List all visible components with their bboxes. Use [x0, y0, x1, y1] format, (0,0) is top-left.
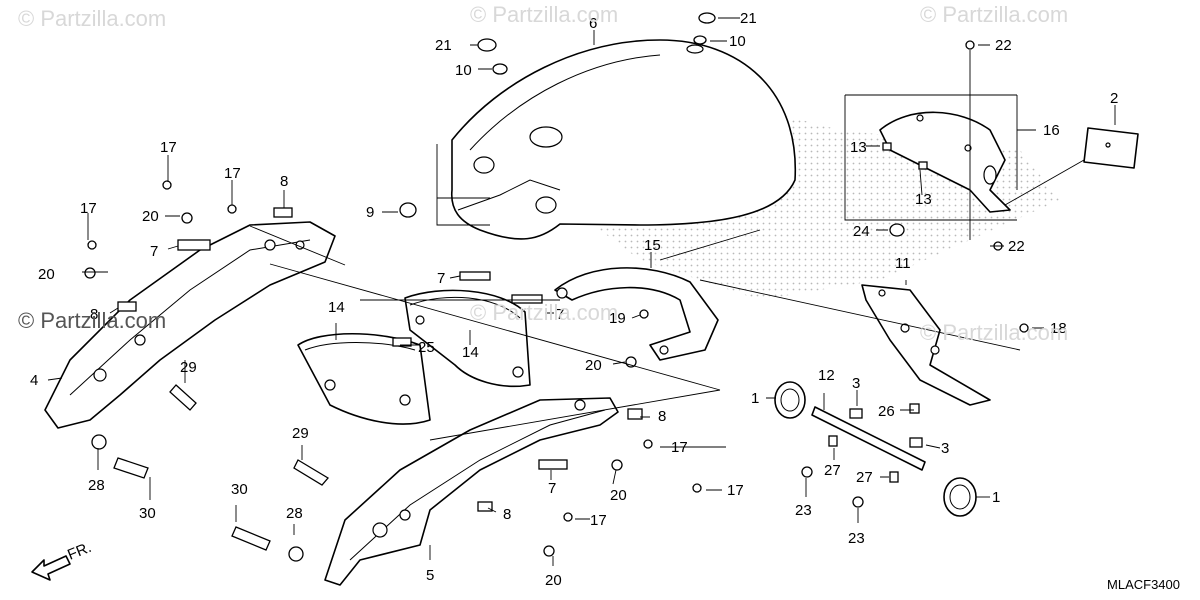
grab-rail: [554, 267, 719, 361]
callout-17: 17: [160, 139, 177, 156]
callout-30: 30: [231, 481, 248, 498]
callout-13: 13: [850, 139, 867, 156]
watermark: © Partzilla.com: [920, 320, 1069, 345]
callout-7: 7: [437, 270, 445, 287]
callout-18: 18: [1050, 320, 1067, 337]
callout-29: 29: [292, 425, 309, 442]
callout-3: 3: [852, 375, 860, 392]
callout-8: 8: [503, 506, 511, 523]
watermark: © Partzilla.com: [470, 2, 619, 27]
callout-6: 6: [589, 15, 597, 32]
callout-26: 26: [878, 403, 895, 420]
callout-7: 7: [150, 243, 158, 260]
callout-17: 17: [224, 165, 241, 182]
callout-16: 16: [1043, 122, 1060, 139]
small-parts: [84, 12, 1029, 562]
watermark: © Partzilla.com: [470, 300, 619, 325]
callout-17: 17: [80, 200, 97, 217]
callout-17: 17: [727, 482, 744, 499]
callout-20: 20: [585, 357, 602, 374]
callouts: 1 1 2 3 3 4 5 6 7 7 7 7 8 8 8 8 9 10 10 …: [30, 10, 1118, 589]
callout-15: 15: [644, 237, 661, 254]
callout-20: 20: [142, 208, 159, 225]
callout-13: 13: [915, 191, 932, 208]
callout-11: 11: [895, 255, 911, 272]
callout-20: 20: [610, 487, 627, 504]
callout-25: 25: [418, 339, 435, 356]
rear-fender: [451, 39, 796, 240]
callout-9: 9: [366, 204, 374, 221]
callout-8: 8: [658, 408, 666, 425]
callout-28: 28: [88, 477, 105, 494]
license-bracket: [879, 111, 1011, 213]
callout-19: 19: [609, 310, 626, 327]
direction-label: FR.: [65, 539, 94, 564]
forward-arrow-icon: [31, 555, 71, 581]
callout-10: 10: [455, 62, 472, 79]
callout-21: 21: [740, 10, 757, 27]
callout-7: 7: [556, 306, 564, 323]
callout-24: 24: [853, 223, 870, 240]
callout-14: 14: [462, 344, 479, 361]
rear-reflector: [1083, 127, 1139, 169]
callout-4: 4: [30, 372, 38, 389]
callout-20: 20: [545, 572, 562, 589]
callout-8: 8: [280, 173, 288, 190]
callout-22: 22: [1008, 238, 1025, 255]
callout-22: 22: [995, 37, 1012, 54]
side-reflector-left: [774, 381, 806, 419]
callout-3: 3: [941, 440, 949, 457]
callout-1: 1: [992, 489, 1000, 506]
diagram-code: MLACF3400: [1107, 577, 1180, 592]
callout-27: 27: [856, 469, 873, 486]
left-fender-stay: [44, 221, 336, 429]
callout-7: 7: [548, 480, 556, 497]
callout-8: 8: [90, 306, 98, 323]
callout-17: 17: [590, 512, 607, 529]
callout-10: 10: [729, 33, 746, 50]
callout-2: 2: [1110, 90, 1118, 107]
callout-21: 21: [435, 37, 452, 54]
callout-12: 12: [818, 367, 835, 384]
side-cover-left: [297, 332, 431, 425]
callout-27: 27: [824, 462, 841, 479]
watermark: © Partzilla.com: [920, 2, 1069, 27]
reflector-rod: [811, 406, 926, 471]
callout-17: 17: [671, 439, 688, 456]
side-reflector-right: [943, 477, 977, 517]
right-fender-stay: [324, 397, 619, 586]
watermark: © Partzilla.com: [18, 308, 167, 333]
side-cover-right: [404, 289, 531, 388]
callout-23: 23: [848, 530, 865, 547]
lower-bracket: [861, 284, 991, 406]
callout-23: 23: [795, 502, 812, 519]
callout-20: 20: [38, 266, 55, 283]
callout-5: 5: [426, 567, 434, 584]
watermark: © Partzilla.com: [18, 6, 167, 31]
leader-lines: [47, 17, 1116, 566]
callout-1: 1: [751, 390, 759, 407]
callout-29: 29: [180, 359, 197, 376]
callout-28: 28: [286, 505, 303, 522]
callout-14: 14: [328, 299, 345, 316]
callout-30: 30: [139, 505, 156, 522]
